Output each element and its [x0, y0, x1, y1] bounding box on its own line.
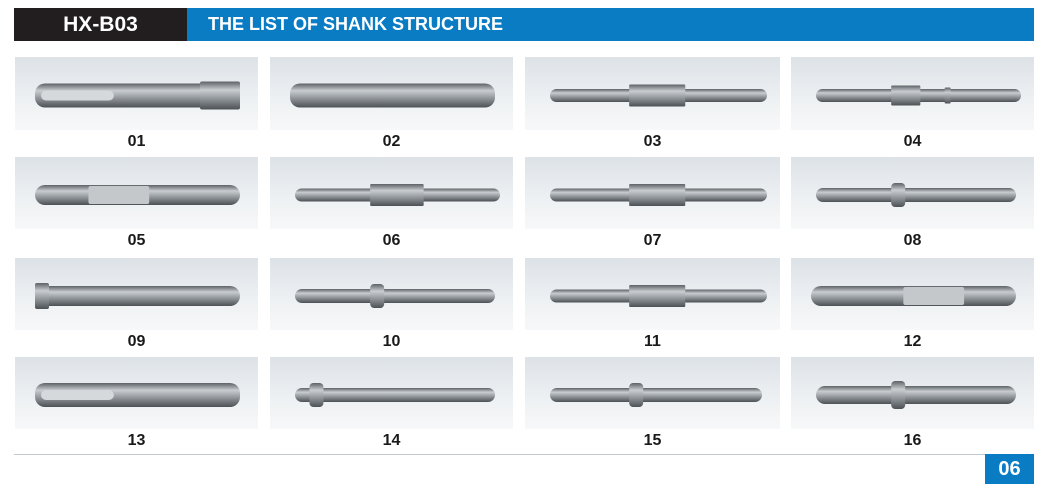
shank-part	[35, 286, 240, 306]
shank-number: 04	[903, 133, 922, 150]
shank-item: 12	[791, 258, 1034, 352]
shank-item: 13	[15, 357, 258, 451]
shank-image	[15, 57, 258, 130]
shank-number: 10	[382, 333, 401, 350]
shank-part	[944, 87, 951, 104]
shank-item: 05	[15, 157, 258, 251]
shank-image	[791, 157, 1034, 229]
shank-number: 14	[382, 432, 401, 449]
shank-item: 01	[15, 57, 258, 152]
shank-part	[200, 81, 240, 110]
shank-image	[270, 157, 513, 229]
shank-image	[525, 258, 780, 330]
shank-item: 04	[791, 57, 1034, 152]
shank-number: 09	[127, 333, 146, 350]
shank-image	[525, 157, 780, 229]
shank-item: 10	[270, 258, 513, 352]
shank-image	[525, 357, 780, 429]
shank-number: 16	[903, 432, 922, 449]
shank-item: 09	[15, 258, 258, 352]
shank-part	[891, 183, 906, 207]
shank-image	[525, 57, 780, 130]
shank-item: 07	[525, 157, 780, 251]
shank-image	[791, 57, 1034, 130]
catalog-code: HX-B03	[14, 8, 187, 41]
shank-part	[816, 188, 1016, 202]
shank-number: 12	[903, 333, 922, 350]
shank-part	[88, 186, 150, 204]
shank-number: 08	[903, 232, 922, 249]
shank-item: 11	[525, 258, 780, 352]
shank-part	[550, 388, 762, 402]
shank-image	[270, 57, 513, 130]
shank-number: 07	[643, 232, 662, 249]
shank-number: 02	[382, 133, 401, 150]
shank-part	[629, 184, 686, 206]
shank-part	[370, 184, 424, 206]
shank-number: 03	[643, 133, 662, 150]
shank-item: 02	[270, 57, 513, 152]
shank-part	[629, 383, 644, 407]
shank-part	[309, 383, 324, 407]
shank-part	[629, 285, 686, 307]
shank-item: 15	[525, 357, 780, 451]
shank-image	[270, 258, 513, 330]
shank-image	[270, 357, 513, 429]
shank-part	[295, 289, 495, 303]
shank-part	[891, 381, 906, 409]
shank-item: 03	[525, 57, 780, 152]
footer-divider	[14, 454, 986, 455]
shank-number: 13	[127, 432, 146, 449]
shank-image	[15, 258, 258, 330]
shank-item: 14	[270, 357, 513, 451]
shank-part	[903, 287, 965, 305]
shank-number: 15	[643, 432, 662, 449]
shank-part	[629, 84, 686, 107]
shank-number: 11	[644, 333, 661, 350]
shank-part	[35, 383, 240, 407]
shank-part	[295, 388, 495, 402]
shank-part	[891, 85, 921, 106]
shank-number: 05	[127, 232, 146, 249]
shank-part	[290, 83, 495, 108]
shank-part	[41, 390, 114, 400]
shank-part	[35, 83, 210, 108]
shank-image	[791, 258, 1034, 330]
page-header: HX-B03 THE LIST OF SHANK STRUCTURE	[14, 8, 1034, 41]
shank-image	[791, 357, 1034, 429]
shank-part	[35, 283, 49, 309]
shank-number: 01	[127, 133, 146, 150]
shank-part	[41, 90, 114, 101]
shank-item: 06	[270, 157, 513, 251]
shank-part	[370, 284, 385, 308]
shank-number: 06	[382, 232, 401, 249]
shank-part	[816, 386, 1016, 404]
shank-item: 16	[791, 357, 1034, 451]
page-title: THE LIST OF SHANK STRUCTURE	[187, 8, 1034, 41]
shank-image	[15, 157, 258, 229]
page-number: 06	[985, 454, 1034, 484]
shank-image	[15, 357, 258, 429]
shank-item: 08	[791, 157, 1034, 251]
